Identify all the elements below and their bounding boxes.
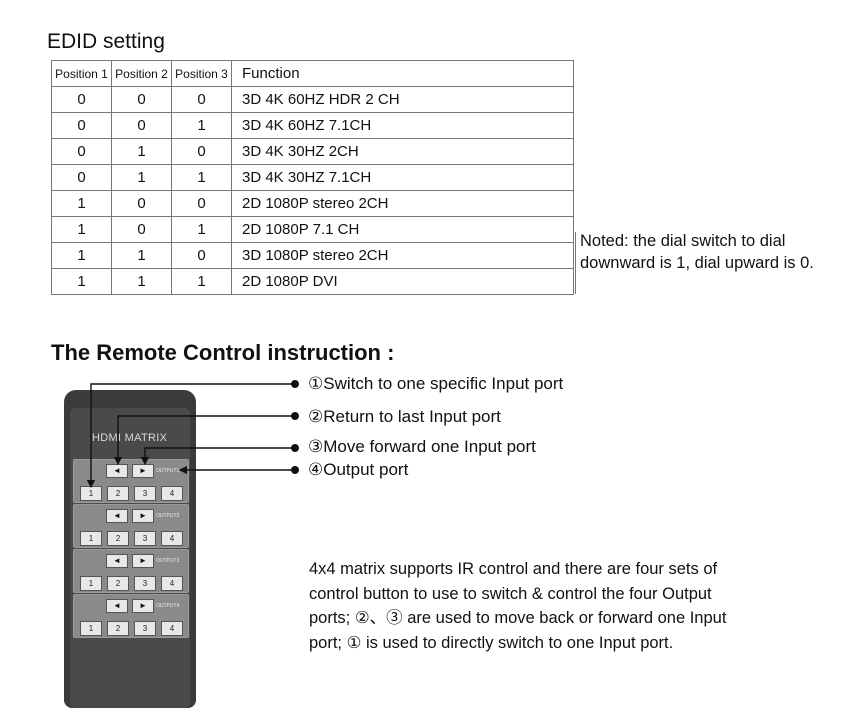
cell-function: 3D 4K 60HZ HDR 2 CH [231, 86, 574, 113]
cell-pos3: 1 [171, 112, 232, 139]
cell-pos3: 1 [171, 164, 232, 191]
input-key: 2 [107, 486, 129, 501]
input-key: 4 [161, 621, 183, 636]
arrow-left-key: ◄ [106, 509, 128, 523]
callout-line-3 [140, 447, 295, 466]
output-label: OUTPUT2 [156, 513, 180, 519]
cell-pos1: 0 [51, 138, 112, 165]
callout-output-port: ④Output port [308, 460, 409, 479]
remote-device-label: HDMI MATRIX [92, 432, 168, 444]
dial-switch-note: Noted: the dial switch to dial downward … [580, 232, 814, 272]
remote-output-panel: ◄ ► OUTPUT2 1 2 3 4 [73, 504, 189, 548]
output-label: OUTPUT4 [156, 603, 180, 609]
input-key: 4 [161, 486, 183, 501]
cell-pos2: 0 [111, 112, 172, 139]
input-key: 2 [107, 621, 129, 636]
note-divider [575, 232, 576, 294]
output-label: OUTPUT3 [156, 558, 180, 564]
input-key: 3 [134, 486, 156, 501]
edid-table: Position 1 Position 2 Position 3 Functio… [51, 60, 574, 295]
callout-dot [291, 380, 299, 388]
cell-pos2: 0 [111, 216, 172, 243]
input-key: 1 [80, 621, 102, 636]
input-key: 1 [80, 531, 102, 546]
cell-pos2: 1 [111, 242, 172, 269]
callout-dot [291, 412, 299, 420]
callout-line-2 [113, 415, 295, 466]
output-label: OUTPUT1 [156, 468, 180, 474]
input-key: 3 [134, 531, 156, 546]
ir-control-description: 4x4 matrix supports IR control and there… [309, 560, 727, 652]
callout-switch-input: ①Switch to one specific Input port [308, 374, 564, 393]
cell-function: 2D 1080P stereo 2CH [231, 190, 574, 217]
arrow-right-key: ► [132, 554, 154, 568]
callout-line-1 [86, 383, 295, 489]
input-key: 1 [80, 576, 102, 591]
callout-move-forward-input: ③Move forward one Input port [308, 437, 536, 456]
remote-section-title: The Remote Control instruction : [51, 340, 395, 365]
input-key: 2 [107, 576, 129, 591]
input-key: 4 [161, 576, 183, 591]
cell-function: 3D 4K 30HZ 2CH [231, 138, 574, 165]
table-header-row: Position 1 Position 2 Position 3 Functio… [51, 60, 574, 87]
input-key: 3 [134, 576, 156, 591]
cell-pos3: 0 [171, 138, 232, 165]
remote-output-panel: ◄ ► OUTPUT4 1 2 3 4 [73, 594, 189, 638]
cell-pos3: 1 [171, 216, 232, 243]
arrow-left-key: ◄ [106, 554, 128, 568]
cell-function: 2D 1080P DVI [231, 268, 574, 295]
header-position-1: Position 1 [51, 60, 112, 87]
cell-function: 3D 1080P stereo 2CH [231, 242, 574, 269]
cell-pos2: 1 [111, 164, 172, 191]
remote-output-panel: ◄ ► OUTPUT3 1 2 3 4 [73, 549, 189, 593]
input-key: 2 [107, 531, 129, 546]
input-key: 3 [134, 621, 156, 636]
header-position-3: Position 3 [171, 60, 232, 87]
cell-pos3: 0 [171, 86, 232, 113]
cell-pos1: 1 [51, 268, 112, 295]
callout-return-last-input: ②Return to last Input port [308, 407, 501, 426]
input-key: 4 [161, 531, 183, 546]
cell-pos2: 0 [111, 86, 172, 113]
callout-dot [291, 444, 299, 452]
arrow-left-key: ◄ [106, 599, 128, 613]
header-function: Function [231, 60, 574, 87]
arrow-right-key: ► [132, 599, 154, 613]
callout-dot [291, 466, 299, 474]
header-position-2: Position 2 [111, 60, 172, 87]
cell-pos1: 1 [51, 242, 112, 269]
arrow-right-key: ► [132, 509, 154, 523]
edid-title: EDID setting [47, 30, 165, 53]
